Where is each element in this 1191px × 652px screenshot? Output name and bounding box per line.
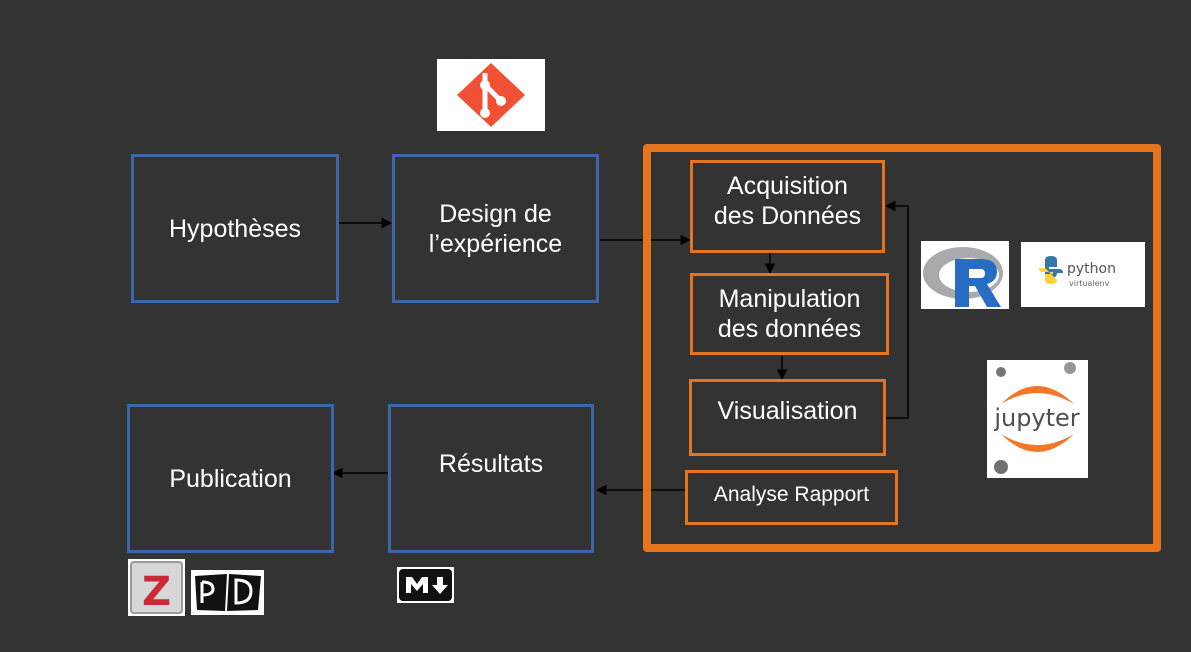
node-acquisition: Acquisition des Données [690, 160, 885, 253]
python-virtualenv-logo: python virtualenv [1021, 242, 1145, 307]
node-manipulation: Manipulation des données [690, 273, 889, 355]
python-logo-text: python [1067, 261, 1116, 277]
virtualenv-logo-text: virtualenv [1069, 279, 1110, 288]
node-design-label: Design de l’expérience [428, 199, 563, 258]
r-logo [921, 241, 1009, 309]
analysis-workflow-frame [643, 144, 1161, 552]
markdown-logo [397, 567, 454, 603]
node-publication-label: Publication [169, 464, 292, 493]
node-hypotheses: Hypothèses [131, 154, 339, 303]
zotero-logo-text: Z [142, 569, 171, 615]
node-resultats-label: Résultats [438, 450, 544, 478]
node-visualisation-label: Visualisation [717, 397, 858, 425]
node-analyse-label: Analyse Rapport [713, 483, 870, 506]
jupyter-logo-text: jupyter [993, 404, 1079, 432]
node-acquisition-label: Acquisition des Données [713, 172, 862, 230]
node-visualisation: Visualisation [689, 379, 886, 456]
node-publication: Publication [127, 404, 334, 553]
node-hypotheses-label: Hypothèses [168, 214, 302, 243]
node-manipulation-label: Manipulation des données [717, 285, 862, 343]
node-design: Design de l’expérience [392, 154, 599, 303]
node-analyse: Analyse Rapport [685, 470, 898, 525]
jupyter-logo: jupyter [987, 360, 1088, 478]
git-logo [437, 59, 545, 131]
pandoc-logo [191, 570, 264, 615]
zotero-logo: Z [128, 559, 185, 616]
node-resultats: Résultats [388, 404, 594, 553]
